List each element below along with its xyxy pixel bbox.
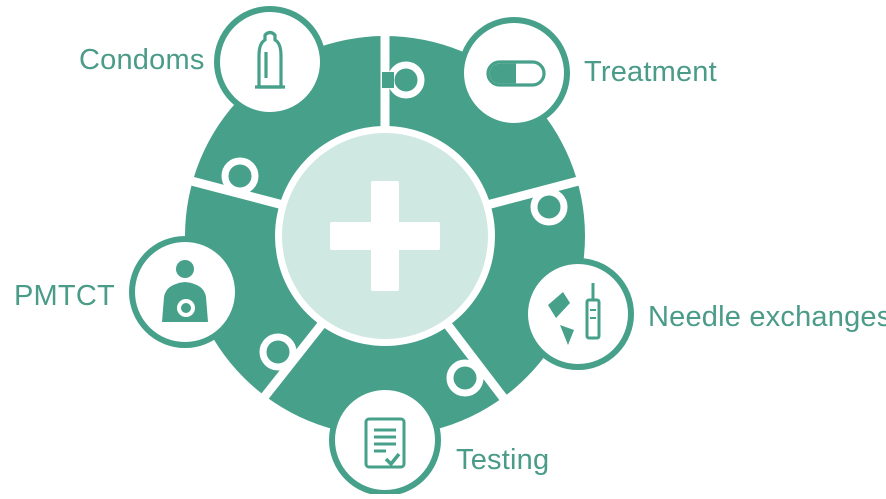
label-treatment: Treatment (584, 56, 717, 88)
knob-bottom-left (259, 333, 297, 371)
checklist-document-icon (364, 417, 406, 469)
badge-needle-exchanges (522, 258, 634, 370)
label-pmtct: PMTCT (14, 280, 115, 312)
pill-capsule-icon (486, 60, 546, 87)
puzzle-knobs (221, 61, 568, 397)
knob-top (387, 61, 425, 99)
label-testing: Testing (456, 444, 550, 476)
mother-baby-icon (162, 260, 208, 322)
knob-bottom-right (446, 359, 484, 397)
badge-pmtct (129, 236, 241, 348)
seam-right (485, 173, 592, 210)
knob-left (221, 157, 259, 195)
label-condoms: Condoms (79, 44, 205, 76)
badge-testing (329, 384, 441, 496)
plus-icon (330, 181, 440, 291)
condom-icon (255, 30, 285, 89)
seam-bottom-right (443, 321, 509, 403)
needle-exchange-icon (548, 283, 601, 345)
knob-right (530, 188, 568, 226)
badge-condoms (214, 6, 326, 118)
badge-treatment (458, 17, 570, 129)
label-needle-exchanges: Needle exchanges (648, 301, 886, 333)
